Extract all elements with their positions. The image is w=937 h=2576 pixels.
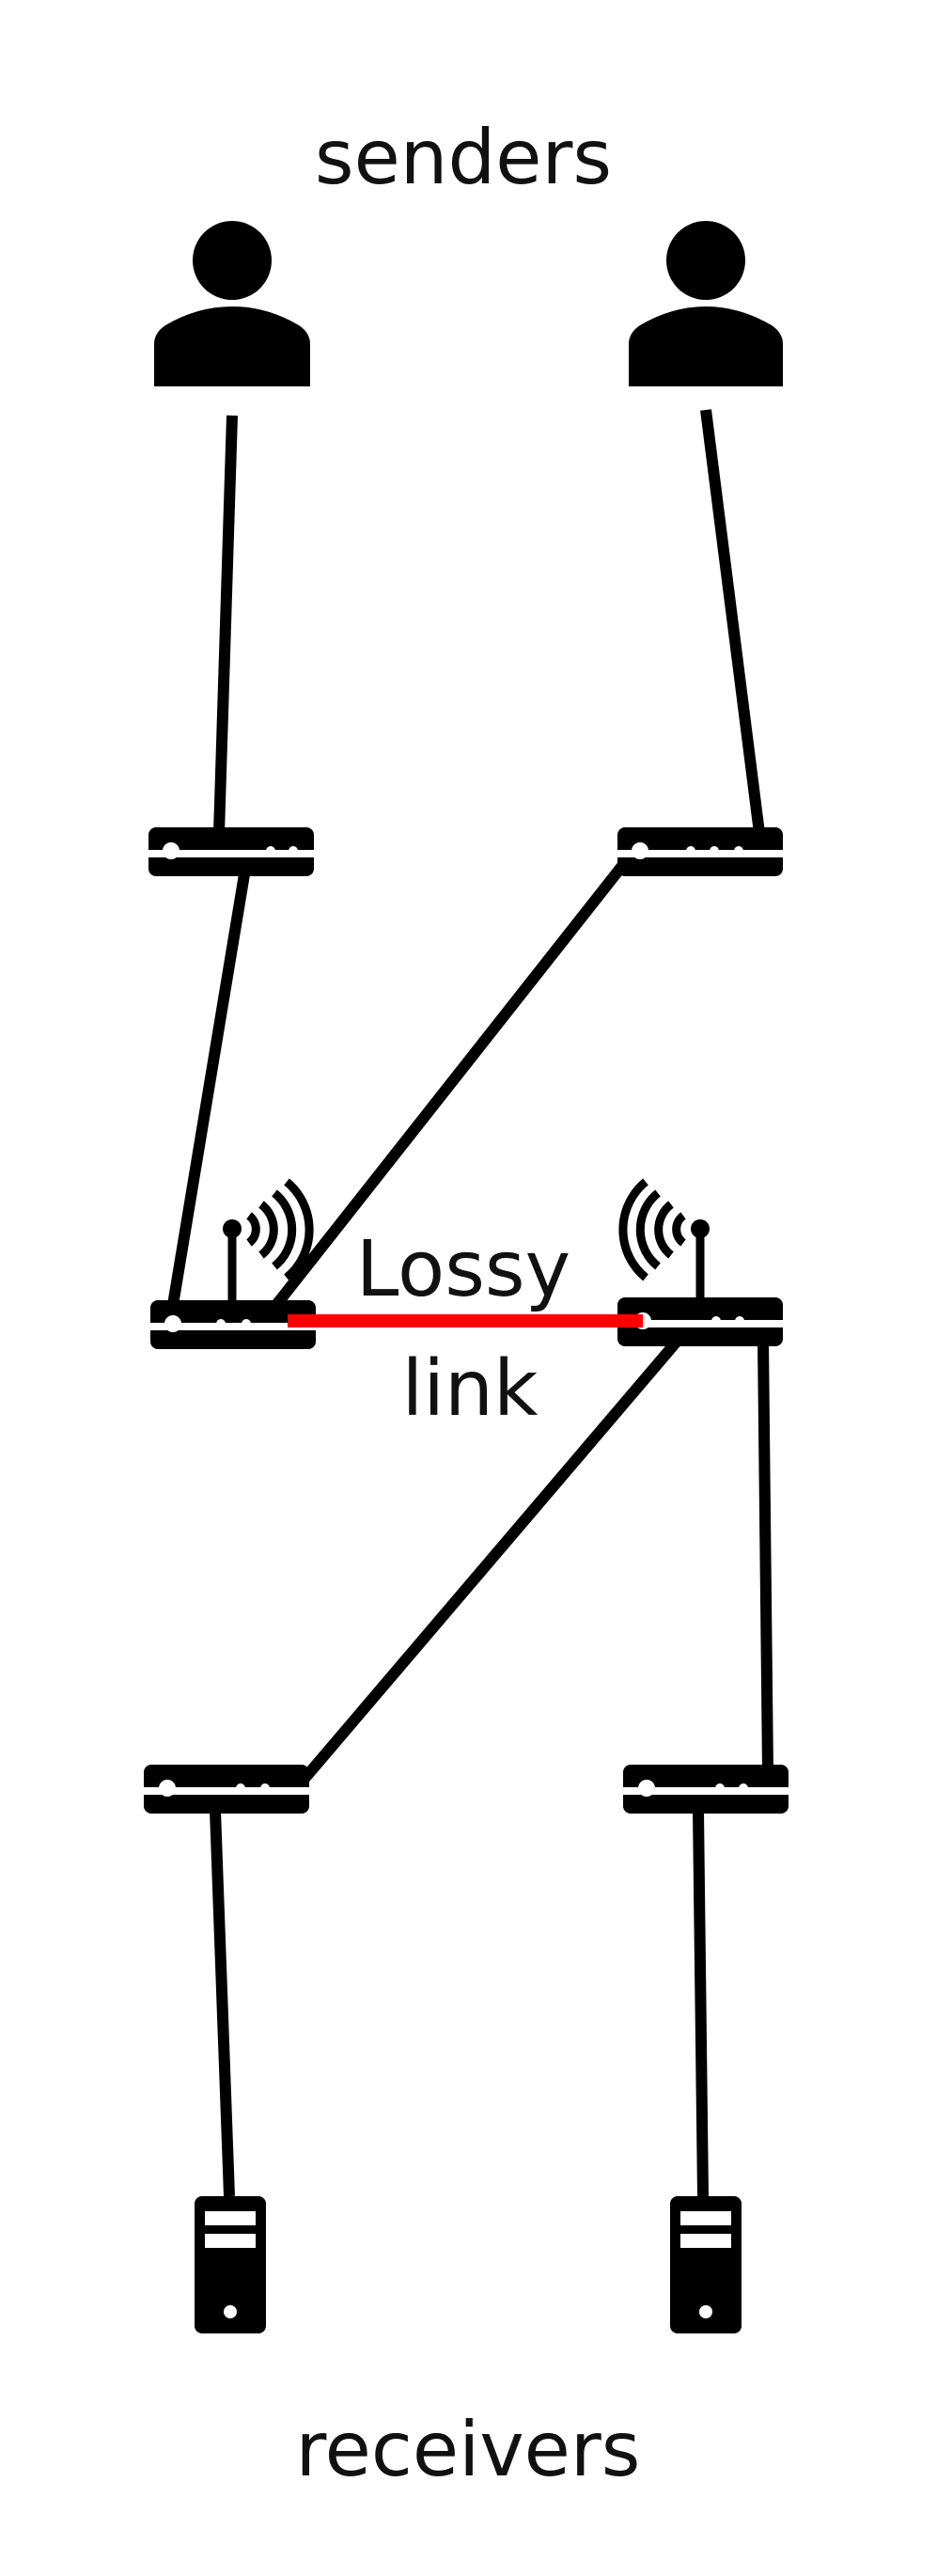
wireless-router-icon [150, 1178, 316, 1349]
switch-icon [144, 1765, 309, 1814]
link-router-right-switch-bottom-left [299, 1338, 681, 1783]
switch-icon [617, 827, 783, 876]
person-icon [629, 221, 783, 386]
server-icon [195, 2196, 266, 2333]
link-switch-bottom-left-server-left [210, 1810, 235, 2197]
link-router-right-switch-bottom-right [757, 1341, 773, 1772]
wireless-router-icon [617, 1178, 783, 1346]
links [167, 409, 773, 2197]
link-switch-bottom-right-server-right [693, 1810, 709, 2197]
person-icon [154, 221, 310, 386]
wifi-waves-icon [246, 1178, 314, 1281]
server-icon [670, 2196, 742, 2333]
wifi-waves-icon [618, 1178, 686, 1281]
receivers-label: receivers [296, 2406, 641, 2493]
link-sender-right-switch-top-right [700, 409, 765, 834]
lossy-link-label-line2: link [401, 1344, 539, 1434]
senders-label: senders [315, 114, 612, 201]
link-switch-top-right-router-left [268, 857, 631, 1313]
link-sender-left-switch-top-left [213, 415, 238, 834]
switch-icon [148, 827, 314, 876]
link-switch-top-left-router-left [167, 873, 250, 1306]
switch-icon [623, 1765, 789, 1814]
lossy-link-label-line1: Lossy [356, 1225, 570, 1314]
